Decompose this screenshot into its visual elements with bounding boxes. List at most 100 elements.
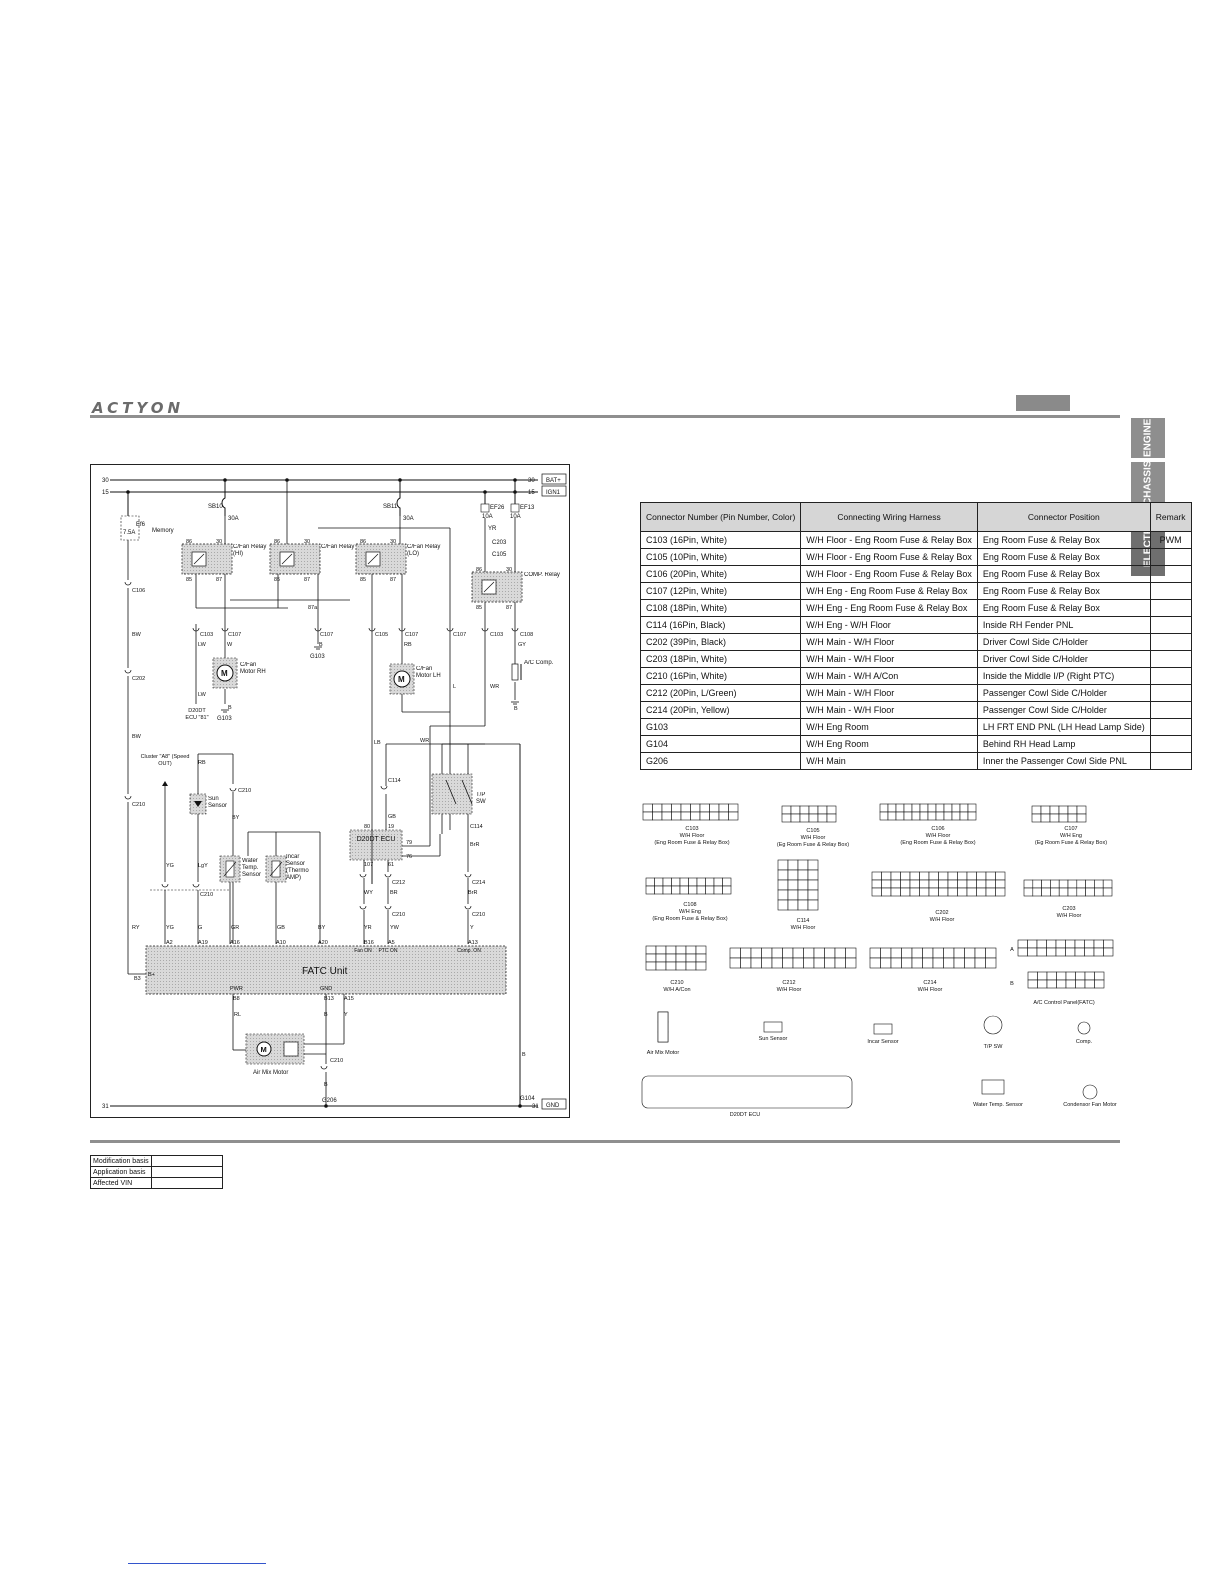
pin-cell [1031,805,1042,815]
pin-cell [974,957,986,969]
pin-cell [787,899,799,911]
pin-cell [761,957,773,969]
table-row: C103 (16Pin, White)W/H Floor - Eng Room … [639,531,1192,549]
pin-cell [787,859,799,871]
pin-cell [1049,805,1060,815]
pin-cell [964,957,976,969]
pin-cell [1084,947,1095,957]
pin-cell [1058,805,1069,815]
conn-c210-comp: C210 [472,912,485,918]
pin-cell [671,803,682,813]
pin-cell [869,957,881,969]
pinout-comp: Comp. [1076,1039,1093,1045]
pin-cell [890,887,901,897]
pin-cell [922,947,934,959]
cell-connector: C202 (39Pin, Black) [639,633,802,651]
pin-cell [1094,979,1105,989]
side-tab-label: ENGINE [1142,418,1154,458]
pin-cell [722,885,732,895]
relay-comp-86: 86 [476,567,482,573]
pin-cell [685,945,697,955]
pin-cell [713,885,723,895]
pin-cell [1041,887,1051,897]
cell-harness: W/H Main - W/H Floor [800,650,978,668]
fatc-pin-a5: A5 [388,940,395,946]
pin-cell [781,805,792,815]
wire-gy: GY [518,642,526,648]
th-position: Connector Position [976,502,1151,532]
cell-harness: W/H Eng - Eng Room Fuse & Relay Box [800,599,978,617]
pinout-c108-loc: (Eng Room Fuse & Relay Box) [652,916,727,922]
pin-cell [1037,979,1048,989]
pin-cell [900,879,911,889]
pin-cell [1017,947,1028,957]
pin-cell [1056,971,1067,981]
cell-position: Eng Room Fuse & Relay Box [976,599,1151,617]
cell-remark [1149,565,1192,583]
conn-c105: C105 [375,632,388,638]
pin-cell [652,803,663,813]
pinout-c105-name: C105 [806,828,819,834]
pin-cell [1023,879,1034,889]
cell-remark [1149,701,1192,719]
pin-cell [1040,805,1051,815]
rail-bat: BAT+ [546,478,561,484]
wire-rb: RB [404,642,412,648]
pin-cell [685,961,697,971]
pin-cell [890,871,901,881]
pinout-c107-harness: W/H Eng [1060,833,1082,839]
pin-cell [665,961,677,971]
fatc-comp-on: Comp. ON [457,948,481,954]
pin-cell [1067,879,1078,889]
table-row: C106 (20Pin, White)W/H Floor - Eng Room … [639,565,1192,583]
fatc-pwr: PWR [230,986,243,992]
pin-cell [665,953,677,963]
pinout-row-a: A [1010,947,1014,953]
cell-harness: W/H Eng - Eng Room Fuse & Relay Box [800,582,978,600]
pinout-c210-harness: W/H A/Con [663,987,690,993]
pin-cell [782,957,794,969]
cell-remark [1149,548,1192,566]
wire-g: G [198,925,202,931]
pin-cell [797,899,809,911]
pin-cell [807,869,819,881]
side-tab-chassis[interactable]: CHASSIS [1131,461,1165,505]
wire-lw: LW [198,642,207,648]
pin-cell [1065,947,1076,957]
relay-comp-30: 30 [506,567,512,573]
fan-motor-lh: C/Fan Motor LH [416,666,441,679]
pin-cell [919,887,930,897]
pinout-c107-name: C107 [1064,826,1077,832]
pinout-c105-loc: (Eg Room Fuse & Relay Box) [777,842,849,848]
pin-cell [799,805,810,815]
cell-position: Eng Room Fuse & Relay Box [976,582,1151,600]
pin-cell [887,811,897,821]
cell-remark [1149,633,1192,651]
pin-cell [1065,971,1076,981]
pin-cell [845,957,857,969]
fatc-fan-on: Fan ON [354,948,372,954]
fatc-pin-a13: A13 [468,940,478,946]
wire-b-comp: B [514,706,518,712]
incar-sensor: Incar Sensor (Thermo AMP) [286,854,309,881]
wire-wy: WY [364,890,373,896]
side-tab-engine[interactable]: ENGINE [1131,418,1165,458]
wire-lw-2: LW [198,692,207,698]
pin-cell [695,953,707,963]
pin-cell [927,803,937,813]
cell-position: Passenger Cowl Side C/Holder [976,684,1151,702]
pinout-c202-harness: W/H Floor [930,917,955,923]
pinout-c106-loc: (Eng Room Fuse & Relay Box) [900,840,975,846]
pin-cell [808,813,819,823]
pin-cell [887,803,897,813]
pin-cell [1085,879,1095,889]
pin-cell [1046,947,1057,957]
footer-link-line[interactable] [128,1563,266,1564]
pinout-fatc-panel: A/C Control Panel(FATC) [1033,1000,1095,1006]
pin-cell [807,889,819,901]
ecu-pin-61: 61 [388,862,394,868]
pin-cell [953,947,965,959]
mod-row: Application basis [90,1166,223,1178]
cell-remark [1149,684,1192,702]
